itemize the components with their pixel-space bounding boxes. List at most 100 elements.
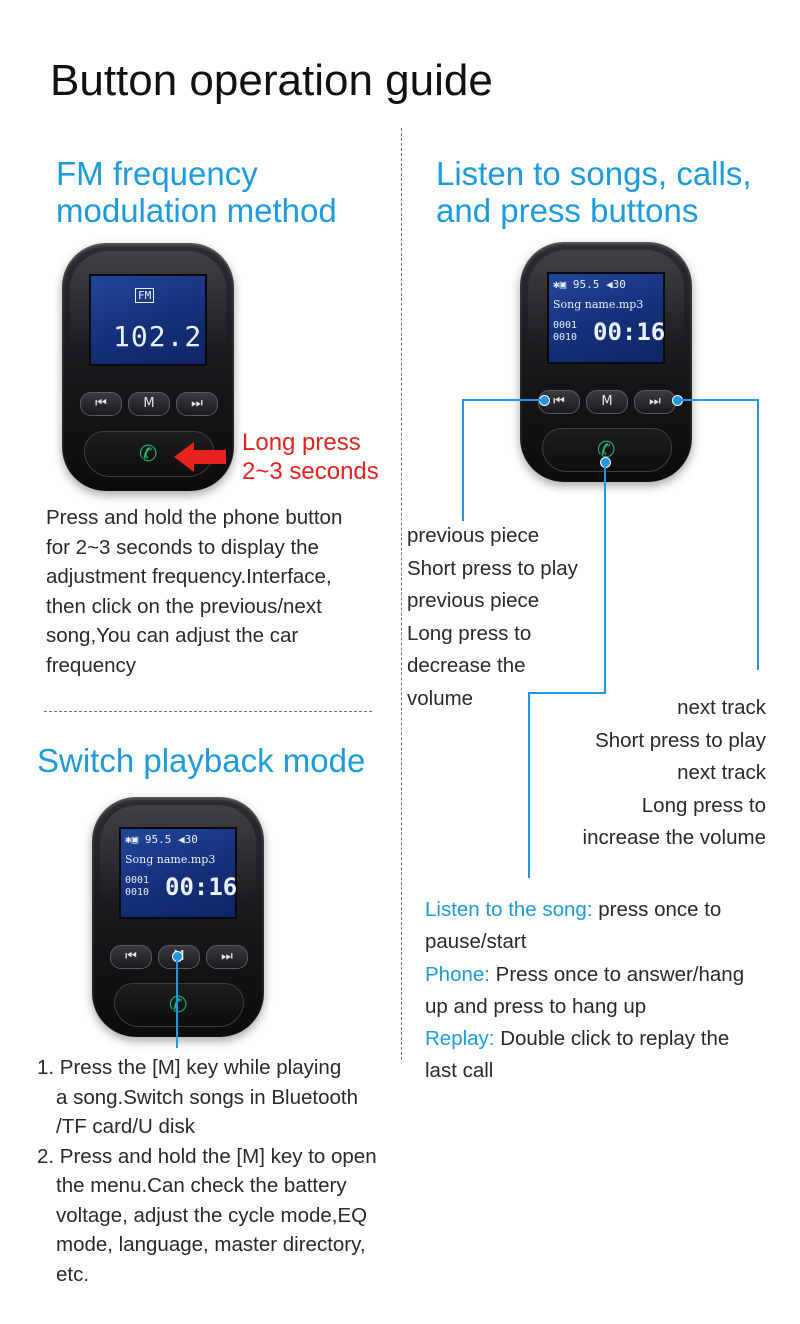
next-desc-line: Short press to play xyxy=(595,728,766,752)
phone-leader-down xyxy=(528,692,530,878)
fm-radio-icon: FM xyxy=(135,288,155,303)
lock-icon: ▣ xyxy=(559,278,567,291)
long-press-annotation: Long press 2~3 seconds xyxy=(242,428,379,486)
volume-icon: ◀ xyxy=(606,278,613,291)
replay-text: Double click to replay the xyxy=(494,1027,730,1051)
fm-desc-line: then click on the previous/next xyxy=(46,594,322,618)
playback-device-screen: ✱▣ 95.5 ◀30 Song name.mp3 0001 0010 00:1… xyxy=(119,827,237,919)
instruction-line: etc. xyxy=(56,1262,90,1286)
next-button: ⏭ xyxy=(206,945,248,969)
next-desc-line: increase the volume xyxy=(582,826,766,849)
prev-desc-line: decrease the xyxy=(407,654,526,677)
track-a: 0001 xyxy=(125,875,150,886)
phone-button: ✆ xyxy=(114,983,244,1027)
mode-key-leader-line xyxy=(176,958,178,1048)
songs-title-line-1: Listen to songs, calls, xyxy=(436,155,752,192)
elapsed-time: 00:16 xyxy=(165,873,238,901)
next-desc-line: next track xyxy=(677,761,766,784)
fm-desc-line: Press and hold the phone button xyxy=(46,506,343,529)
track-a: 0001 xyxy=(553,320,578,331)
playback-instructions: 1. Press the [M] key while playing a son… xyxy=(37,1053,402,1289)
fm-title-line-2: modulation method xyxy=(56,192,337,229)
annotation-line-1: Long press xyxy=(242,429,361,456)
red-arrow-icon xyxy=(174,442,226,472)
prev-button: ⏮ xyxy=(80,392,122,416)
fm-device-illustration: FM 102.2 ⏮ M ⏭ ✆ xyxy=(62,243,234,491)
song-name: Song name.mp3 xyxy=(553,298,644,311)
replay-text: last call xyxy=(425,1059,494,1083)
vertical-divider xyxy=(401,128,402,1060)
prev-desc-line: previous piece xyxy=(407,524,540,547)
prev-button: ⏮ xyxy=(110,945,152,969)
instruction-line: 1. Press the [M] key while playing xyxy=(37,1056,342,1079)
track-numbers: 0001 0010 xyxy=(125,875,149,899)
phone-icon: ✆ xyxy=(597,437,616,462)
next-leader-horizontal xyxy=(680,399,758,401)
next-leader-vertical xyxy=(757,399,759,670)
song-text: press once to xyxy=(592,898,722,921)
instruction-line: /TF card/U disk xyxy=(56,1115,195,1138)
status-row: ✱▣ 95.5 ◀30 xyxy=(125,833,198,846)
next-button: ⏭ xyxy=(634,390,676,414)
track-numbers: 0001 0010 xyxy=(553,320,577,344)
annotation-line-2: 2~3 seconds xyxy=(242,458,379,485)
bluetooth-icon: ✱ xyxy=(553,278,560,291)
volume-icon: ◀ xyxy=(178,833,185,846)
prev-leader-vertical xyxy=(462,399,464,521)
track-b: 0010 xyxy=(553,332,578,343)
phone-text: Press once to answer/hang xyxy=(489,962,745,986)
track-b: 0010 xyxy=(125,887,150,898)
songs-title-line-2: and press buttons xyxy=(436,192,699,229)
fm-description: Press and hold the phone button for 2~3 … xyxy=(46,503,391,680)
phone-text: up and press to hang up xyxy=(425,994,647,1018)
previous-key-description: previous piece Short press to play previ… xyxy=(407,520,578,715)
mode-button: M xyxy=(128,392,170,416)
instruction-line: a song.Switch songs in Bluetooth xyxy=(56,1085,358,1109)
horizontal-divider xyxy=(44,711,372,712)
fm-desc-line: for 2~3 seconds to display the xyxy=(46,535,319,559)
volume-level: 30 xyxy=(184,833,198,846)
song-label: Listen to the song: xyxy=(425,898,593,921)
instruction-line: mode, language, master directory, xyxy=(56,1233,366,1256)
prev-desc-line: Long press to xyxy=(407,621,532,645)
phone-icon: ✆ xyxy=(169,992,188,1017)
phone-icon: ✆ xyxy=(139,441,158,466)
prev-desc-line: Short press to play xyxy=(407,556,578,580)
song-text: pause/start xyxy=(425,930,527,954)
prev-leader-horizontal xyxy=(462,399,542,401)
status-frequency: 95.5 xyxy=(572,278,600,291)
instruction-line: 2. Press and hold the [M] key to open xyxy=(37,1144,377,1168)
songs-device-illustration: ✱▣ 95.5 ◀30 Song name.mp3 0001 0010 00:1… xyxy=(520,242,692,482)
instruction-line: the menu.Can check the battery xyxy=(56,1174,347,1197)
songs-section-title: Listen to songs, calls, and press button… xyxy=(436,155,752,229)
playback-section-title: Switch playback mode xyxy=(37,742,366,779)
next-desc-line: next track xyxy=(677,696,766,719)
page-title: Button operation guide xyxy=(50,56,493,105)
next-button: ⏭ xyxy=(176,392,218,416)
next-key-description: next track Short press to play next trac… xyxy=(520,692,766,855)
fm-desc-line: adjustment frequency.Interface, xyxy=(46,565,332,588)
prev-desc-line: previous piece xyxy=(407,589,540,612)
bluetooth-icon: ✱ xyxy=(125,833,132,846)
elapsed-time: 00:16 xyxy=(593,318,666,346)
fm-section-title: FM frequency modulation method xyxy=(56,155,337,229)
phone-leader-vertical xyxy=(604,466,606,694)
status-frequency: 95.5 xyxy=(144,833,172,846)
prev-desc-line: volume xyxy=(407,686,474,710)
lock-icon: ▣ xyxy=(131,833,139,846)
mode-button: M xyxy=(586,390,628,414)
fm-device-screen: FM 102.2 xyxy=(89,274,207,366)
songs-device-screen: ✱▣ 95.5 ◀30 Song name.mp3 0001 0010 00:1… xyxy=(547,272,665,364)
fm-desc-line: frequency xyxy=(46,653,137,677)
phone-label: Phone: xyxy=(425,962,490,986)
volume-level: 30 xyxy=(612,278,626,291)
phone-leader-horizontal xyxy=(528,692,606,694)
fm-title-line-1: FM frequency xyxy=(56,155,258,192)
song-name: Song name.mp3 xyxy=(125,853,216,866)
fm-frequency-readout: 102.2 xyxy=(113,320,203,353)
replay-label: Replay: xyxy=(425,1027,495,1051)
status-row: ✱▣ 95.5 ◀30 xyxy=(553,278,626,291)
next-desc-line: Long press to xyxy=(641,793,766,817)
playback-device-illustration: ✱▣ 95.5 ◀30 Song name.mp3 0001 0010 00:1… xyxy=(92,797,264,1037)
fm-desc-line: song,You can adjust the car xyxy=(46,624,299,647)
